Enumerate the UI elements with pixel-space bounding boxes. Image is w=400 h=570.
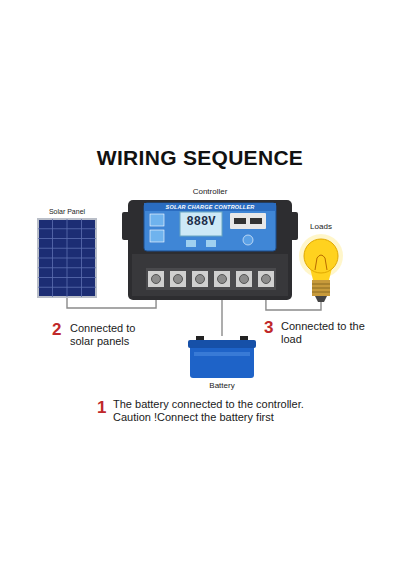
terminal-strip <box>146 268 276 290</box>
battery: Battery <box>186 336 258 392</box>
terminal-screw <box>174 275 183 284</box>
panel-icon <box>206 240 216 247</box>
wire-connector <box>221 300 222 336</box>
terminal-screw <box>262 275 271 284</box>
terminal-screw <box>218 275 227 284</box>
part-heading: Solar Panel <box>34 208 100 216</box>
bulb-filament <box>315 255 327 270</box>
step-number: 2 <box>52 321 68 338</box>
terminal <box>192 271 208 287</box>
terminal-screw <box>240 275 249 284</box>
terminal-screw <box>196 275 205 284</box>
step-note: Connected to the load <box>281 320 365 345</box>
terminal <box>148 271 164 287</box>
battery-body <box>190 344 254 378</box>
lcd-readout: 888V <box>180 216 222 228</box>
panel-print: SOLAR CHARGE CONTROLLER <box>144 205 276 211</box>
bulb-base <box>312 280 330 296</box>
terminal <box>170 271 186 287</box>
panel-icon <box>150 214 164 226</box>
solar-panel: Solar Panel <box>34 208 100 298</box>
solar-panel-body <box>38 219 96 297</box>
battery-lid <box>188 340 256 348</box>
step-number: 3 <box>264 319 280 336</box>
wire-connector <box>266 300 321 310</box>
controller-housing <box>128 200 292 300</box>
part-heading: Controller <box>128 187 292 196</box>
battery-highlight <box>194 352 250 356</box>
usb-port <box>234 218 246 224</box>
bulb-glow <box>299 234 343 278</box>
bulb-glass <box>304 239 338 273</box>
lcd-screen <box>180 212 222 236</box>
diagram-title: WIRING SEQUENCE <box>0 146 400 170</box>
charge-controller: ControllerSOLAR CHARGE CONTROLLER 888V <box>128 186 292 300</box>
controller-lower-body <box>132 254 288 296</box>
controller-faceplate <box>144 203 276 251</box>
bulb-thread <box>312 284 330 292</box>
solar-cell-grid <box>38 219 96 297</box>
panel-icon <box>186 240 196 247</box>
bulb-tip <box>315 296 327 302</box>
usb-port <box>250 218 262 224</box>
load-bulb: Loads <box>296 222 346 302</box>
control-button <box>243 235 253 245</box>
step-number: 1 <box>97 399 113 416</box>
step-note: Connected to solar panels <box>70 322 150 347</box>
part-heading: Battery <box>186 381 258 390</box>
part-heading: Loads <box>296 222 346 231</box>
step-note: The battery connected to the controller.… <box>113 398 319 423</box>
terminal <box>214 271 230 287</box>
usb-block <box>230 213 266 229</box>
terminal <box>236 271 252 287</box>
faceplate-strip <box>144 203 276 211</box>
terminal <box>258 271 274 287</box>
terminal-screw <box>152 275 161 284</box>
panel-icon <box>150 230 164 242</box>
